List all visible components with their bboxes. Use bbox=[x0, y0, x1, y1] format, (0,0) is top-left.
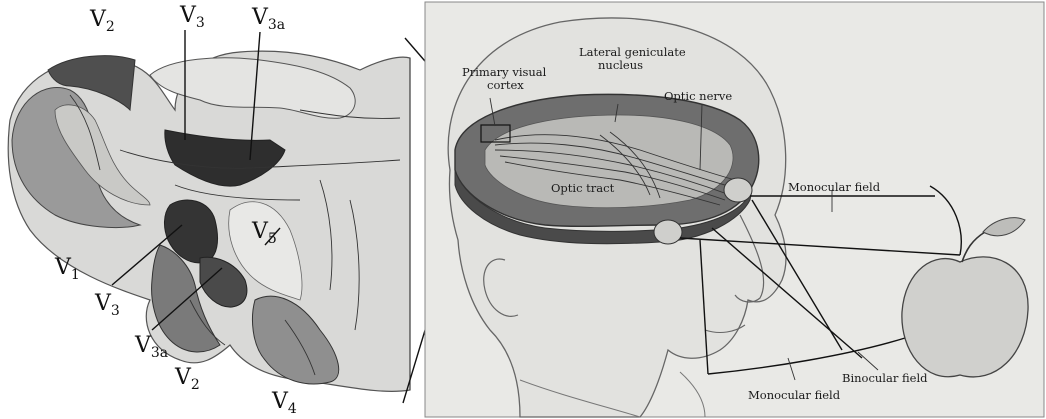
label-monocular-field-bottom: Monocular field bbox=[748, 388, 841, 402]
label-optic-nerve: Optic nerve bbox=[664, 89, 732, 103]
label-v4: V4 bbox=[271, 389, 297, 417]
apple bbox=[902, 257, 1028, 377]
label-lgn-line2: nucleus bbox=[598, 58, 643, 72]
label-optic-tract: Optic tract bbox=[551, 181, 615, 195]
label-monocular-field-top: Monocular field bbox=[788, 180, 881, 194]
label-v3a-top: V3a bbox=[251, 5, 285, 33]
label-v2-top: V2 bbox=[89, 7, 115, 35]
label-primary-visual-cortex-line2: cortex bbox=[487, 78, 524, 92]
eye-lower bbox=[654, 220, 682, 244]
head-illustration: Primary visual cortex Lateral geniculate… bbox=[425, 2, 1044, 417]
cortex-section: V2 V3 V3a V5 V1 V3 V3a V2 V4 bbox=[8, 3, 410, 417]
label-v3-bottom: V3 bbox=[94, 291, 120, 319]
eye-upper bbox=[724, 178, 752, 202]
label-v3-top: V3 bbox=[179, 3, 205, 31]
label-v2-bottom: V2 bbox=[174, 365, 200, 393]
label-lgn-line1: Lateral geniculate bbox=[579, 45, 686, 59]
label-primary-visual-cortex-line1: Primary visual bbox=[462, 65, 547, 79]
label-binocular-field: Binocular field bbox=[842, 371, 928, 385]
